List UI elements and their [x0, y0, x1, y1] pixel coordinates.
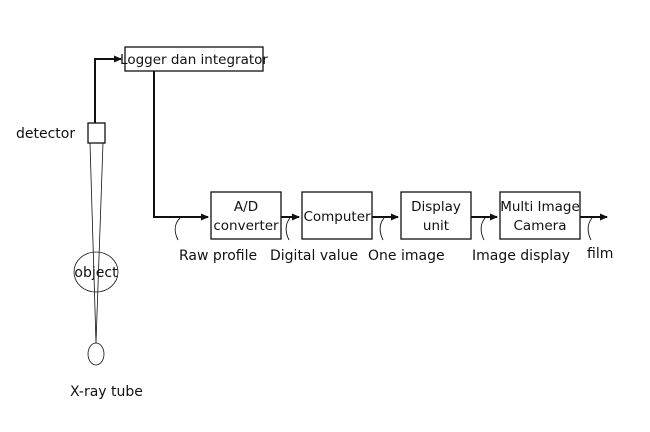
beam-line-right: [95, 142, 104, 344]
computer-box: [301, 191, 373, 240]
xray-tube-label: X-ray tube: [70, 384, 143, 400]
ad-converter-box: [210, 191, 282, 240]
digital-value-pointer: [285, 217, 291, 241]
beam-line-left: [89, 142, 97, 344]
camera-label-line1: Multi Image: [500, 199, 580, 215]
logger-to-ad-arrow: [153, 71, 209, 221]
camera-label-line2: Camera: [514, 218, 567, 234]
logger-label: Logger dan integrator: [120, 52, 268, 68]
film-label: film: [587, 246, 613, 262]
detector-box: [87, 122, 106, 144]
one-image-pointer: [379, 217, 385, 241]
one-image-label: One image: [368, 248, 445, 264]
detector-label: detector: [16, 126, 75, 142]
display-unit-box: [400, 191, 472, 240]
film-pointer: [587, 217, 593, 241]
logger-box: [124, 46, 264, 72]
raw-profile-pointer: [174, 217, 181, 241]
image-display-label: Image display: [472, 248, 570, 264]
display-unit-label-line2: unit: [423, 218, 449, 234]
multi-image-camera-box: [499, 191, 581, 240]
computer-label: Computer: [303, 209, 371, 225]
display-unit-label-line1: Display: [411, 199, 461, 215]
ad-converter-label-line2: converter: [213, 218, 279, 234]
image-display-pointer: [480, 217, 486, 241]
raw-profile-label: Raw profile: [179, 248, 257, 264]
ad-converter-label-line1: A/D: [234, 199, 258, 215]
object-label: object: [74, 265, 118, 281]
xray-tube-shape: [87, 342, 105, 366]
digital-value-label: Digital value: [270, 248, 358, 264]
detector-to-logger-arrow: [94, 55, 122, 123]
object-ellipse: [73, 251, 119, 293]
